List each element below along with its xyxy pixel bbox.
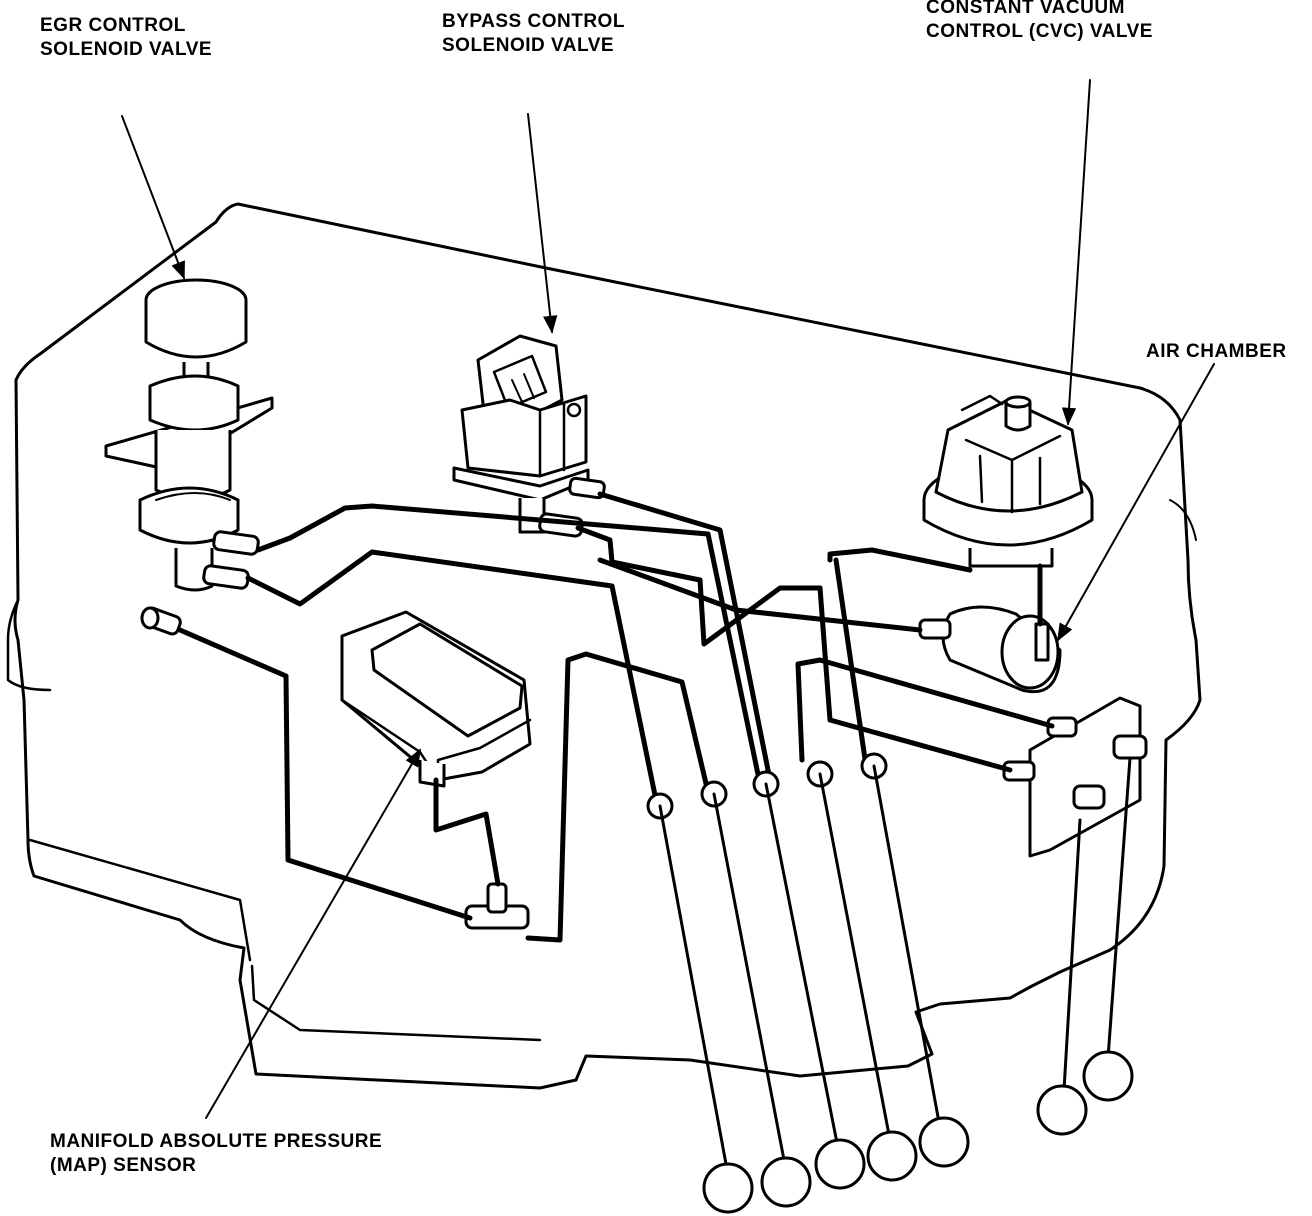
- cvc-valve-label: CONSTANT VACUUM CONTROL (CVC) VALVE: [926, 0, 1153, 42]
- hose-reference-circles: [702, 1050, 1134, 1214]
- hose-leader-lines: [658, 756, 1132, 1166]
- egr-valve-label: EGR CONTROL SOLENOID VALVE: [40, 15, 213, 60]
- cvc-callout-arrow: [1061, 79, 1091, 426]
- air-chamber: [918, 605, 1062, 693]
- egr-callout-arrow: [121, 115, 185, 280]
- map-sensor: [340, 610, 532, 788]
- callout-arrows: [121, 79, 1215, 1119]
- bypass-valve-label: BYPASS CONTROL SOLENOID VALVE: [442, 11, 625, 56]
- map-callout-arrow: [205, 748, 421, 1119]
- hose-circle-5: [918, 1116, 970, 1168]
- bypass-control-solenoid-valve: [452, 334, 606, 538]
- constant-vacuum-control-valve: [922, 394, 1094, 568]
- air-chamber-callout-arrow: [1057, 363, 1215, 642]
- hose-circle-4: [866, 1130, 918, 1182]
- air-chamber-label: AIR CHAMBER: [1146, 341, 1287, 362]
- hose-circle-3: [814, 1138, 866, 1190]
- hose-circle-6: [1036, 1084, 1088, 1136]
- hose-circle-7: [1082, 1050, 1134, 1102]
- vacuum-fitting: [140, 606, 182, 636]
- t-fitting: [464, 882, 530, 930]
- hose-circle-1: [702, 1162, 754, 1214]
- egr-control-solenoid-valve: [104, 278, 274, 592]
- bypass-callout-arrow: [527, 113, 558, 334]
- hose-connector-plate: [1002, 696, 1148, 858]
- map-sensor-label: MANIFOLD ABSOLUTE PRESSURE (MAP) SENSOR: [50, 1131, 383, 1176]
- hose-circle-2: [760, 1156, 812, 1208]
- vacuum-hoses: [177, 491, 1055, 943]
- mounting-bracket-outline: [6, 202, 1202, 1090]
